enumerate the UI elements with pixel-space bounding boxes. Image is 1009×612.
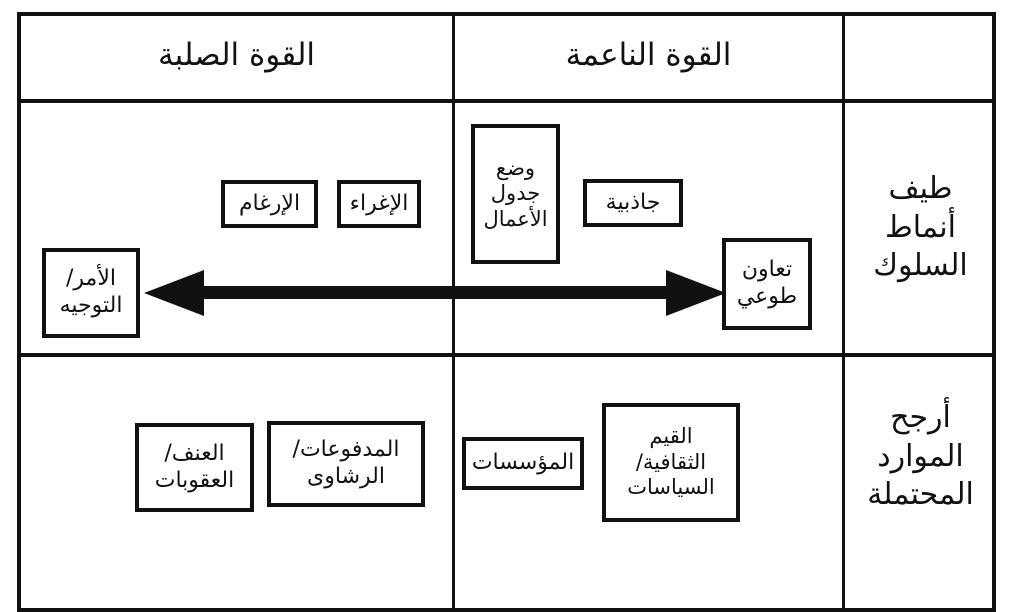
row-label-behavior-spectrum-line-1: طيف: [888, 171, 953, 207]
node-voluntary-cooperation-line-1: تعاون: [741, 257, 793, 283]
node-command-directive: الأمر/ التوجيه: [42, 248, 140, 338]
node-payments-bribes-line-2: الرشاوى: [307, 464, 385, 489]
column-header-hard-power: القوة الصلبة: [21, 12, 452, 99]
node-voluntary-cooperation: تعاون طوعي: [722, 238, 812, 330]
node-institutions: المؤسسات: [462, 437, 584, 490]
node-command-directive-line-1: الأمر/: [66, 266, 116, 292]
body-row-divider: [17, 353, 996, 357]
column-header-hard-power-label: القوة الصلبة: [157, 36, 316, 73]
node-attraction-label: جاذبية: [605, 189, 661, 215]
node-cultural-values-policies-line-1: القيم: [649, 424, 693, 449]
node-coercion-label: الإرغام: [238, 190, 301, 216]
row-label-likely-resources: أرجح الموارد المحتملة: [845, 357, 996, 557]
node-force-sanctions-line-2: العقوبات: [154, 467, 235, 493]
node-institutions-label: المؤسسات: [471, 450, 575, 476]
column-header-soft-power: القوة الناعمة: [455, 12, 842, 99]
column-header-soft-power-label: القوة الناعمة: [565, 36, 732, 73]
node-agenda-setting: وضع جدول الأعمال: [471, 124, 560, 264]
node-agenda-setting-line-1: وضع: [495, 155, 536, 180]
node-inducement: الإغراء: [337, 180, 421, 228]
row-label-likely-resources-line-1: أرجح: [890, 400, 951, 436]
row-label-likely-resources-line-3: المحتملة: [867, 477, 974, 513]
column-header-corner: [845, 12, 996, 99]
node-cultural-values-policies-line-3: السياسات: [627, 475, 715, 500]
node-agenda-setting-line-2: جدول: [490, 181, 541, 206]
node-cultural-values-policies-line-2: الثقافية/: [635, 449, 707, 474]
row-label-likely-resources-line-2: الموارد: [877, 438, 964, 474]
row-label-behavior-spectrum: طيف أنماط السلوك: [845, 103, 996, 353]
row-label-behavior-spectrum-line-2: أنماط: [885, 209, 956, 245]
node-agenda-setting-line-3: الأعمال: [483, 206, 548, 231]
node-attraction: جاذبية: [583, 179, 683, 227]
header-row-divider: [17, 99, 996, 103]
node-coercion: الإرغام: [221, 180, 318, 228]
row-label-behavior-spectrum-line-3: السلوك: [873, 248, 968, 284]
node-force-sanctions-line-1: العنف/: [164, 440, 225, 466]
node-force-sanctions: العنف/ العقوبات: [135, 423, 254, 512]
node-payments-bribes: المدفوعات/ الرشاوى: [267, 421, 425, 507]
power-spectrum-diagram: القوة الصلبة القوة الناعمة طيف أنماط الس…: [17, 12, 996, 612]
column-divider-right: [842, 12, 845, 612]
node-voluntary-cooperation-line-2: طوعي: [736, 284, 798, 309]
node-payments-bribes-line-1: المدفوعات/: [292, 437, 400, 463]
node-command-directive-line-2: التوجيه: [59, 293, 123, 318]
column-divider-middle: [452, 12, 455, 612]
node-inducement-label: الإغراء: [349, 190, 409, 216]
node-cultural-values-policies: القيم الثقافية/ السياسات: [602, 403, 740, 522]
